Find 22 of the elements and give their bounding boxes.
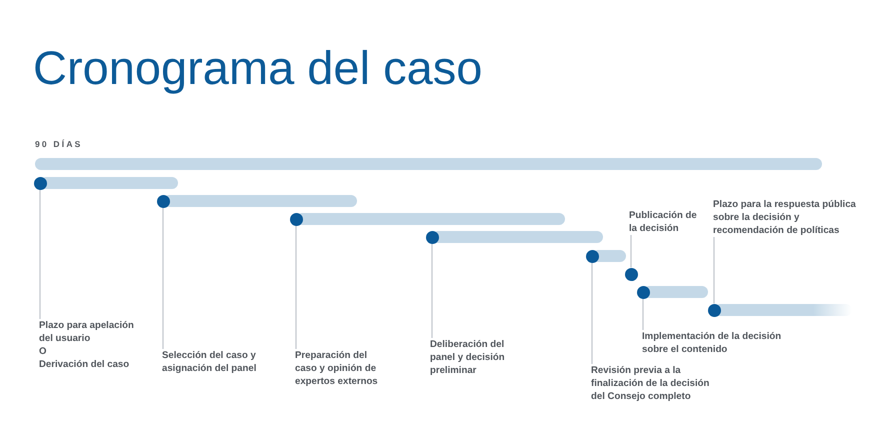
step-label: Implementación de la decisión sobre el contenido [642,330,787,356]
step-label: Selección del caso y asignación del panel [162,349,286,375]
milestone-dot [586,250,598,262]
step-label: Plazo para apelación del usuario [39,319,135,345]
milestone-dot [34,176,46,190]
milestone-dot [624,268,638,280]
duration-label: 90 DÍAS [35,139,83,149]
step-label: Plazo para la respuesta pública sobre la decisión y recomendación de políticas [713,198,863,237]
leader-line [162,207,164,350]
step-label: Deliberación del panel y decisión preliminar [430,338,516,377]
milestone-dot [708,304,720,316]
milestone-dot [290,212,302,226]
milestone-dot [636,286,650,298]
step-label: O [39,345,46,358]
leader-line [642,298,644,330]
leader-line [630,234,632,268]
step-label: Publicación de la decisión [629,209,707,235]
milestone-dot [156,194,170,208]
milestone-dot [426,230,438,244]
step-label: Preparación del caso y opinión de expertos externos [295,349,387,388]
step-label: Revisión previa a la finalización de la decisión del Consejo completo [591,364,721,403]
step-label: Derivación del caso [39,358,130,371]
